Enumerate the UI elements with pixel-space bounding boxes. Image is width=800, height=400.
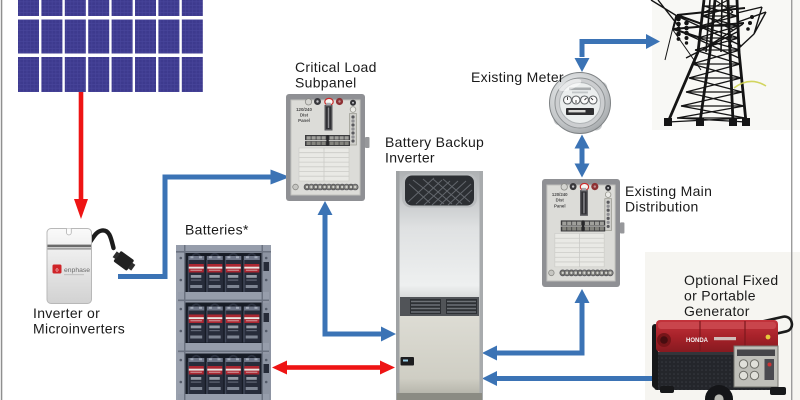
svg-text:Existing Main: Existing Main: [625, 183, 712, 199]
svg-text:Optional Fixed: Optional Fixed: [684, 272, 778, 288]
svg-text:Microinverters: Microinverters: [33, 321, 125, 337]
svg-text:Generator: Generator: [684, 303, 750, 319]
svg-text:Battery Backup: Battery Backup: [385, 134, 484, 150]
svg-text:Critical Load: Critical Load: [295, 59, 377, 75]
svg-text:Existing Meter: Existing Meter: [471, 69, 564, 85]
svg-text:Subpanel: Subpanel: [295, 75, 357, 91]
svg-text:Inverter: Inverter: [385, 150, 435, 166]
svg-text:enphase: enphase: [64, 267, 90, 274]
svg-text:Batteries*: Batteries*: [185, 222, 249, 238]
svg-text:o: o: [55, 267, 58, 273]
svg-text:Distribution: Distribution: [625, 199, 699, 215]
svg-text:Inverter or: Inverter or: [33, 305, 100, 321]
svg-text:or Portable: or Portable: [684, 288, 756, 304]
svg-text:HONDA: HONDA: [686, 338, 709, 344]
